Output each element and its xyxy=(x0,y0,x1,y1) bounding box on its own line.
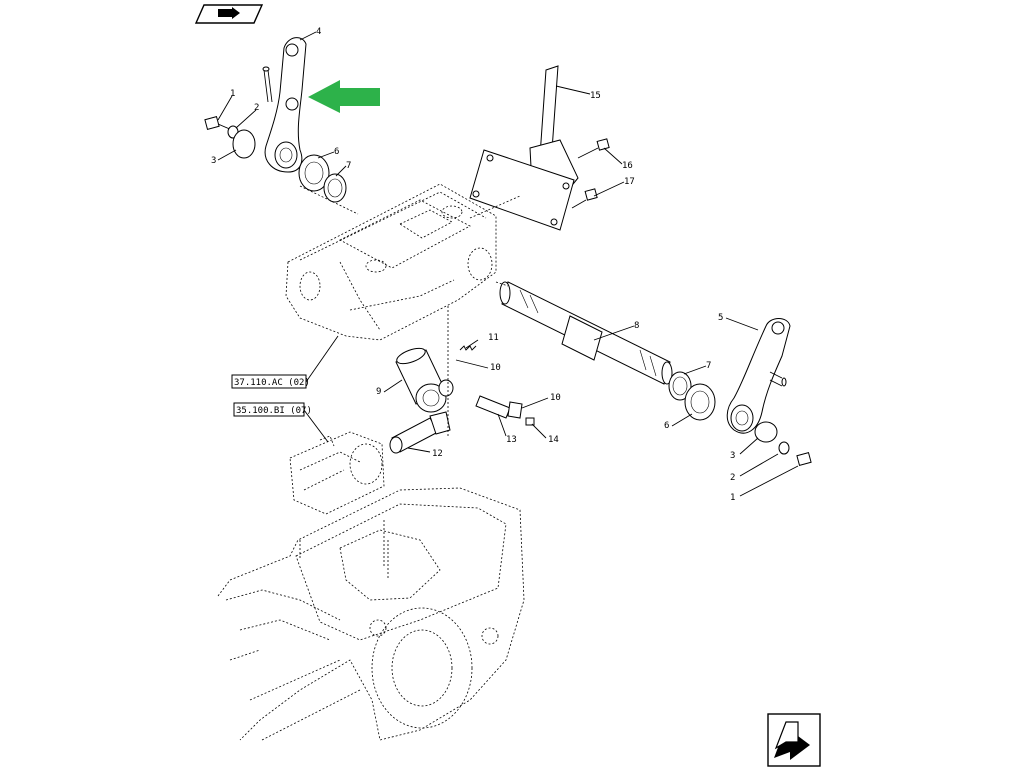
seal-ring-left-7 xyxy=(323,173,347,203)
ref-box-b[interactable]: 35.100.BI (07) xyxy=(233,402,312,417)
callout-17: 17 xyxy=(624,177,635,187)
callout-10-a: 10 xyxy=(490,363,501,373)
callout-13: 13 xyxy=(506,435,517,445)
callout-6-left: 6 xyxy=(334,147,339,157)
callout-2-left: 2 xyxy=(254,103,259,113)
bolt-16 xyxy=(577,138,610,159)
next-page-arrow-icon[interactable] xyxy=(767,713,821,767)
callout-1-right: 1 xyxy=(730,493,735,503)
callout-1-left: 1 xyxy=(230,89,235,99)
callout-10-b: 10 xyxy=(550,393,561,403)
callout-9: 9 xyxy=(376,387,381,397)
callout-5: 5 xyxy=(718,313,723,323)
callout-3-right: 3 xyxy=(730,451,735,461)
seal-ring-right-6 xyxy=(684,383,716,421)
transmission-housing xyxy=(217,487,525,741)
washer-right xyxy=(778,441,790,455)
lift-arm-left xyxy=(262,37,307,173)
lift-arm-right xyxy=(726,318,791,434)
seal-ring-right-7 xyxy=(668,371,692,401)
splined-shaft xyxy=(499,281,673,385)
lift-piston xyxy=(395,347,454,413)
hydraulic-pump xyxy=(289,431,385,515)
callout-11: 11 xyxy=(488,333,499,343)
disc-right xyxy=(754,421,778,443)
piston-rod-12 xyxy=(389,411,451,454)
callout-3-left: 3 xyxy=(211,156,216,166)
ref-label-b: 35.100.BI (07) xyxy=(236,406,312,416)
callout-7-left: 7 xyxy=(346,161,351,171)
callout-8: 8 xyxy=(634,321,639,331)
bolt-left xyxy=(204,116,233,131)
callout-6-right: 6 xyxy=(664,421,669,431)
seal-ring-left-6 xyxy=(298,154,330,192)
pin-13 xyxy=(475,395,523,419)
lift-housing xyxy=(285,183,497,341)
disc-left xyxy=(232,129,256,159)
guide-lines xyxy=(299,185,521,580)
green-arrow-icon xyxy=(308,80,380,113)
bolt-17 xyxy=(571,188,598,209)
callout-7-right: 7 xyxy=(706,361,711,371)
mounting-plate xyxy=(469,149,575,231)
ref-label-a: 37.110.AC (02) xyxy=(234,378,310,388)
bolt-14 xyxy=(525,417,535,426)
callout-12: 12 xyxy=(432,449,443,459)
callout-14: 14 xyxy=(548,435,559,445)
callout-leaders xyxy=(217,31,799,497)
spring-11 xyxy=(459,345,477,351)
callout-2-right: 2 xyxy=(730,473,735,483)
callout-16: 16 xyxy=(622,161,633,171)
arrow-tab-icon[interactable] xyxy=(194,4,264,24)
bolt-right xyxy=(796,452,812,466)
callout-4-top: 4 xyxy=(316,27,321,37)
callout-15: 15 xyxy=(590,91,601,101)
ref-box-a[interactable]: 37.110.AC (02) xyxy=(231,374,310,389)
